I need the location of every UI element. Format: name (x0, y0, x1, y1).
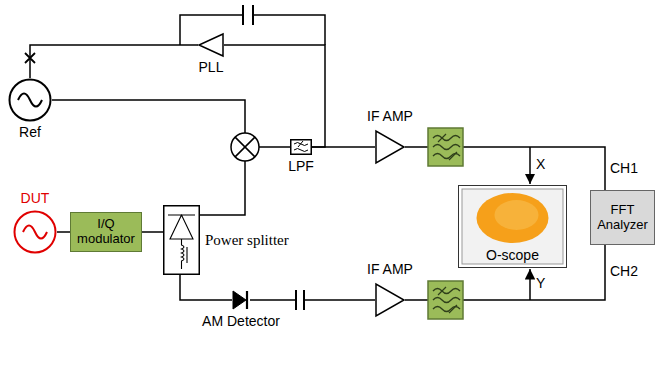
pll-amplifier-symbol (198, 33, 224, 57)
signal-wire (57, 231, 70, 233)
signal-label: CH2 (610, 263, 638, 279)
x-arrow (529, 147, 531, 184)
signal-label: Y (536, 275, 545, 291)
lowpass-filter-symbol (290, 139, 312, 155)
signal-label: X (536, 156, 545, 172)
signal-wire (250, 299, 375, 301)
pll-amplifier: PLL (198, 33, 224, 57)
signal-label-holder: X (536, 156, 545, 172)
if-amplifier-symbol (375, 130, 405, 164)
dut-source: DUT (13, 210, 57, 254)
lowpass-filter: LPF (290, 139, 312, 155)
part-label: DUT (7, 190, 63, 206)
if-amplifier-symbol (375, 283, 405, 317)
mixer-output-wire (259, 146, 290, 148)
y-arrow (529, 269, 531, 300)
mixer-cross (235, 137, 255, 157)
part-label: LPF (276, 158, 326, 174)
power-splitter: Power splitter (163, 205, 200, 275)
part-label: Power splitter (205, 232, 315, 249)
part-label: IF AMP (355, 108, 425, 124)
bandpass-filter (428, 128, 463, 166)
capacitor-symbol (243, 5, 253, 25)
signal-label-holder: Y (536, 275, 545, 291)
if-amplifier: IF AMP (375, 130, 405, 164)
signal-label-holder: CH2 (610, 263, 638, 279)
box-label: I/Q modulator (73, 217, 139, 247)
reference-source: Ref (8, 78, 52, 122)
am-detector-symbol (232, 290, 250, 310)
oscilloscope: O-scope (458, 185, 567, 268)
splitter-wire (200, 161, 245, 215)
signal-wire (224, 45, 325, 147)
part-label: Ref (0, 124, 60, 140)
signal-wire (142, 231, 163, 233)
signal-label-holder: CH1 (610, 160, 638, 176)
reference-source-symbol (8, 78, 52, 122)
part-label: IF AMP (355, 261, 425, 277)
signal-label: CH1 (610, 160, 638, 176)
if-amplifier: IF AMP (375, 283, 405, 317)
bandpass-filter (428, 281, 463, 319)
signal-wire (30, 45, 198, 78)
power-splitter-symbol (163, 205, 200, 275)
modulator-box: I/Q modulator (70, 212, 142, 252)
dut-source-symbol (13, 210, 57, 254)
reference-wire (52, 100, 245, 133)
box-label: O-scope (486, 247, 539, 263)
box-label: FFT Analyzer (593, 203, 652, 233)
part-label: AM Detector (192, 313, 290, 329)
part-label: PLL (186, 59, 236, 75)
am-detector: AM Detector (232, 290, 250, 310)
fft-analyzer: FFT Analyzer (590, 190, 655, 245)
mixer-symbol (231, 133, 259, 161)
signal-wire (180, 275, 232, 300)
